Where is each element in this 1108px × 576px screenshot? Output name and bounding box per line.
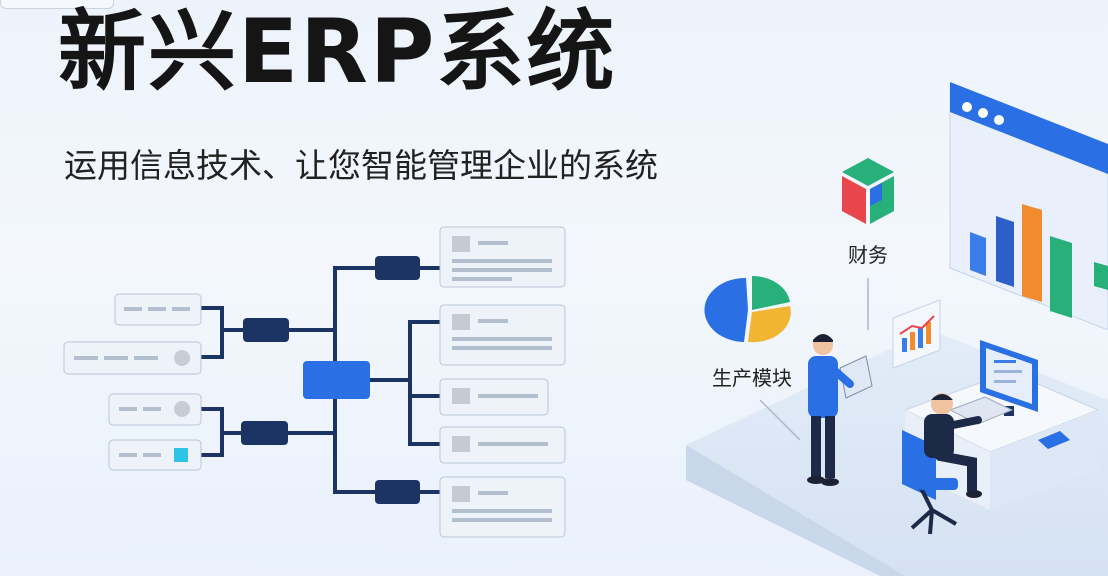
bar-chart-bar xyxy=(996,216,1014,287)
seated-person xyxy=(902,393,982,535)
book-icon xyxy=(1038,431,1070,449)
right-card-1 xyxy=(439,226,566,288)
bar-chart-bar xyxy=(1022,204,1042,302)
page-title: 新兴ERP系统 xyxy=(58,0,617,103)
standing-person xyxy=(807,334,873,486)
window-dot-icon xyxy=(962,102,972,112)
mini-chart-panel xyxy=(892,299,941,369)
flow-node xyxy=(241,421,288,445)
right-card-2 xyxy=(439,304,566,366)
flow-node xyxy=(243,318,289,342)
flow-node xyxy=(375,480,420,504)
bar-chart-bar xyxy=(1094,262,1108,290)
right-card-4 xyxy=(439,426,566,464)
pie-chart-icon xyxy=(704,275,791,343)
platform-edge xyxy=(686,445,905,576)
monitor-icon xyxy=(980,340,1038,416)
window-dot-icon xyxy=(994,115,1004,125)
dashboard-window xyxy=(949,82,1108,331)
right-card-3 xyxy=(439,378,549,416)
left-card-2 xyxy=(63,341,202,375)
flow-center-node xyxy=(303,361,370,399)
bar-chart-bar xyxy=(970,232,986,276)
production-label: 生产模块 xyxy=(712,366,792,390)
tablet-icon xyxy=(839,355,873,399)
top-tab-decoration xyxy=(0,0,114,9)
bar-chart-bar xyxy=(1050,236,1072,318)
left-card-1 xyxy=(114,293,202,326)
left-card-3 xyxy=(108,393,202,426)
finance-label: 财务 xyxy=(848,243,888,267)
window-dot-icon xyxy=(978,108,988,118)
flow-node xyxy=(375,256,420,280)
right-card-5 xyxy=(439,476,566,538)
cube-icon xyxy=(842,158,894,224)
page-subtitle: 运用信息技术、让您智能管理企业的系统 xyxy=(64,146,658,185)
left-card-4 xyxy=(108,439,202,471)
